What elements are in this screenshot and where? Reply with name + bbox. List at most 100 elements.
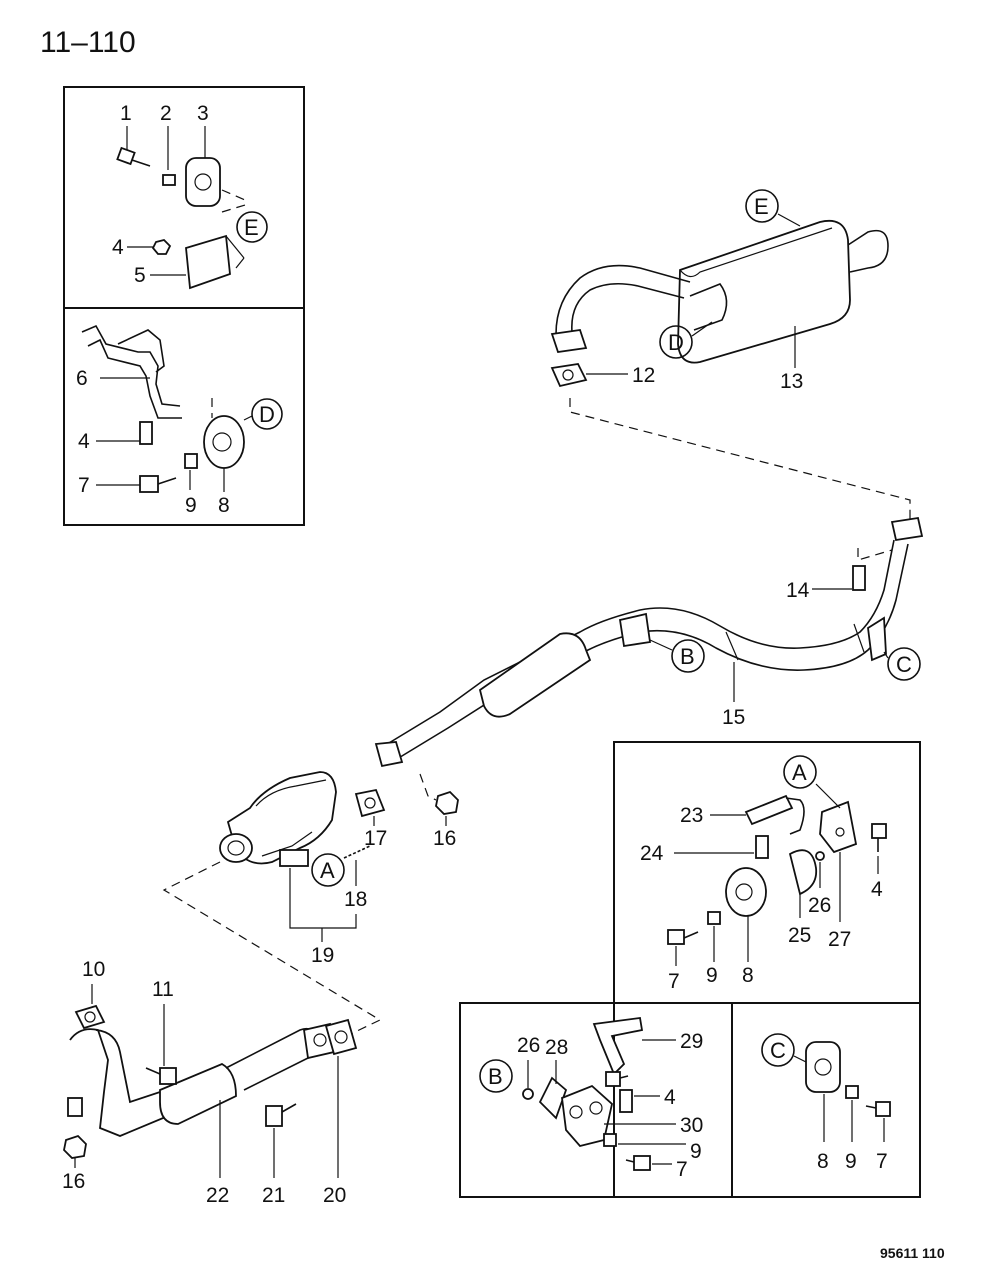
rubber-hanger-8-right: [725, 867, 767, 917]
callout-30: 30: [680, 1114, 703, 1137]
callout-28: 28: [545, 1036, 568, 1059]
callout-22: 22: [206, 1184, 229, 1207]
callout-4-inset-b: 4: [664, 1086, 676, 1109]
ref-circle-c-inset: [761, 1033, 795, 1067]
callout-1: 1: [120, 102, 132, 125]
bolt-21: [265, 1103, 297, 1127]
callout-14: 14: [786, 579, 810, 602]
callout-17: 17: [364, 827, 387, 850]
bolt-7-inset-c: [865, 1101, 891, 1117]
rubber-hanger-8-top: [203, 415, 245, 469]
ref-circle-c-main: [887, 647, 921, 681]
nut-4-top: [151, 239, 172, 255]
spacer-9-top: [184, 453, 198, 469]
bolt-1: [116, 146, 151, 167]
spacer-9-inset-c: [845, 1085, 859, 1099]
callout-8-right: 8: [742, 964, 754, 987]
ref-letter-d-inset: D: [259, 402, 275, 427]
ref-circle-e-main: [745, 189, 779, 223]
ref-circle-b-main: [671, 639, 705, 673]
bracket-28: [538, 1076, 568, 1120]
bolt-7-inset-b: [625, 1155, 651, 1171]
bolt-7-right: [667, 929, 699, 945]
callout-8-inset-c: 8: [817, 1150, 829, 1173]
front-pipe-22: [67, 1022, 336, 1137]
callout-8-top: 8: [218, 494, 230, 517]
callout-12: 12: [632, 364, 655, 387]
washer-26-bottom: [522, 1088, 534, 1100]
ref-circle-a-main: [311, 853, 345, 887]
bolt-4-inset-b: [619, 1089, 633, 1113]
callout-2: 2: [160, 102, 172, 125]
ref-letter-a-inset: A: [792, 760, 807, 785]
spacer-9-right: [707, 911, 721, 925]
ref-letter-b-main: B: [680, 644, 695, 669]
bracket-27: [819, 800, 858, 854]
bracket-5: [185, 234, 245, 290]
nut-16-top: [435, 790, 459, 815]
callout-9-right: 9: [706, 964, 718, 987]
washer-26-top: [815, 851, 825, 861]
catalytic-converter-19: [219, 771, 337, 867]
callout-9-inset-b: 9: [690, 1140, 702, 1163]
callout-18: 18: [344, 888, 367, 911]
callout-16-bottom: 16: [62, 1170, 85, 1193]
bolt-7-top: [139, 475, 177, 493]
callout-9-inset-c: 9: [845, 1150, 857, 1173]
bolt-14: [852, 565, 866, 591]
rubber-hanger-8-inset-c: [805, 1041, 841, 1093]
callout-11: 11: [152, 978, 174, 1001]
spacer-9-inset-b: [603, 1133, 617, 1147]
callout-20: 20: [323, 1184, 346, 1207]
callout-4-right: 4: [871, 878, 883, 901]
callout-19: 19: [311, 944, 334, 967]
ref-letter-a-main: A: [320, 858, 335, 883]
rubber-hanger-3: [185, 157, 221, 207]
gasket-20: [324, 1018, 358, 1056]
bracket-25: [788, 849, 818, 896]
bracket-23: [744, 794, 805, 835]
ref-letter-e-main: E: [754, 194, 769, 219]
ref-circle-e: [236, 211, 268, 243]
inset-box-b-c: [459, 1002, 921, 1198]
ref-circle-a-inset: [783, 755, 817, 789]
ref-letter-c-inset: C: [770, 1038, 786, 1063]
callout-9-top: 9: [185, 494, 197, 517]
bracket-29: [592, 1016, 644, 1087]
callout-7-top: 7: [78, 474, 90, 497]
gasket-17: [354, 788, 386, 818]
callout-27: 27: [828, 928, 851, 951]
callout-6: 6: [76, 367, 88, 390]
callout-23: 23: [680, 804, 703, 827]
callout-29: 29: [680, 1030, 703, 1053]
callout-7-inset-b: 7: [676, 1158, 688, 1181]
bolt-4-right: [871, 823, 887, 852]
bolt-11: [145, 1067, 177, 1085]
ref-circle-d-main: [659, 325, 693, 359]
callout-4-top: 4: [112, 236, 124, 259]
callout-5: 5: [134, 264, 146, 287]
ref-circle-d: [251, 398, 283, 430]
callout-21: 21: [262, 1184, 285, 1207]
callout-7-right: 7: [668, 970, 680, 993]
ref-letter-d-main: D: [668, 330, 684, 355]
gasket-12: [550, 363, 588, 388]
page-code: 11–110: [40, 26, 136, 59]
callout-3: 3: [197, 102, 209, 125]
callout-10: 10: [82, 958, 105, 981]
ref-circle-b-inset: [479, 1059, 513, 1093]
callout-13: 13: [780, 370, 803, 393]
callout-4-mid: 4: [78, 430, 90, 453]
center-pipe-15: [374, 516, 924, 768]
bolt-24: [755, 835, 769, 859]
callout-24: 24: [640, 842, 664, 865]
ref-letter-c-main: C: [896, 652, 912, 677]
inset-box-hanger-e-d: [63, 86, 305, 526]
callout-16-top: 16: [433, 827, 456, 850]
tailpipe-section: [550, 264, 691, 353]
nut-16-bottom: [63, 1134, 87, 1159]
spacer-2: [162, 174, 176, 186]
pipe-bracket-6: [81, 324, 182, 419]
gasket-10: [74, 1004, 106, 1030]
